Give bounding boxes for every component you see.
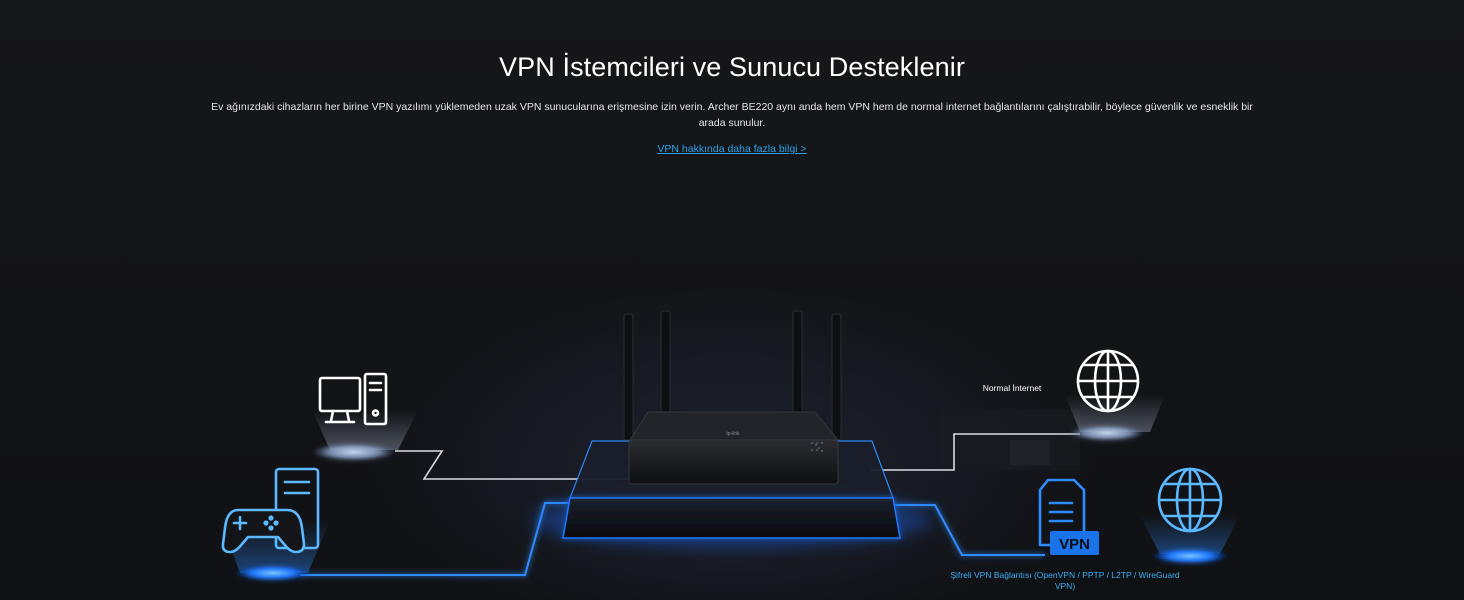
normal-internet-label: Normal İnternet — [982, 383, 1042, 393]
globe-icon — [1157, 467, 1223, 533]
game-console-node — [220, 467, 330, 581]
desktop-computer-node — [312, 372, 418, 461]
router-antenna — [623, 313, 634, 441]
vpn-connection-label: Şifreli VPN Bağlantısı (OpenVPN / PPTP /… — [950, 570, 1180, 591]
globe-icon — [1076, 349, 1140, 413]
desktop-computer-icon — [318, 372, 388, 426]
background-furniture — [1010, 440, 1050, 465]
section-description: Ev ağınızdaki cihazların her birine VPN … — [211, 101, 1253, 129]
vpn-line — [880, 504, 1045, 556]
game-console-icon — [221, 467, 320, 554]
vpn-more-info-link[interactable]: VPN hakkında daha fazla bilgi > — [0, 143, 1464, 155]
normal-internet-node — [1065, 349, 1165, 441]
vpn-internet-node — [1140, 467, 1240, 564]
vpn-badge — [1050, 531, 1099, 555]
router-antenna — [660, 310, 671, 417]
router-antenna — [831, 313, 842, 441]
router-device: tp-link — [623, 310, 842, 485]
normal-internet-line — [870, 433, 1080, 471]
router-logo: tp-link — [726, 431, 740, 437]
router-antenna — [792, 310, 803, 417]
vpn-more-info-link-label[interactable]: VPN hakkında daha fazla bilgi > — [657, 143, 807, 155]
vpn-badge-text: VPN — [1059, 536, 1090, 553]
vpn-server-node: VPN — [1038, 478, 1099, 555]
section-title: VPN İstemcileri ve Sunucu Desteklenir — [499, 52, 965, 82]
lan-line-computer — [395, 450, 628, 480]
